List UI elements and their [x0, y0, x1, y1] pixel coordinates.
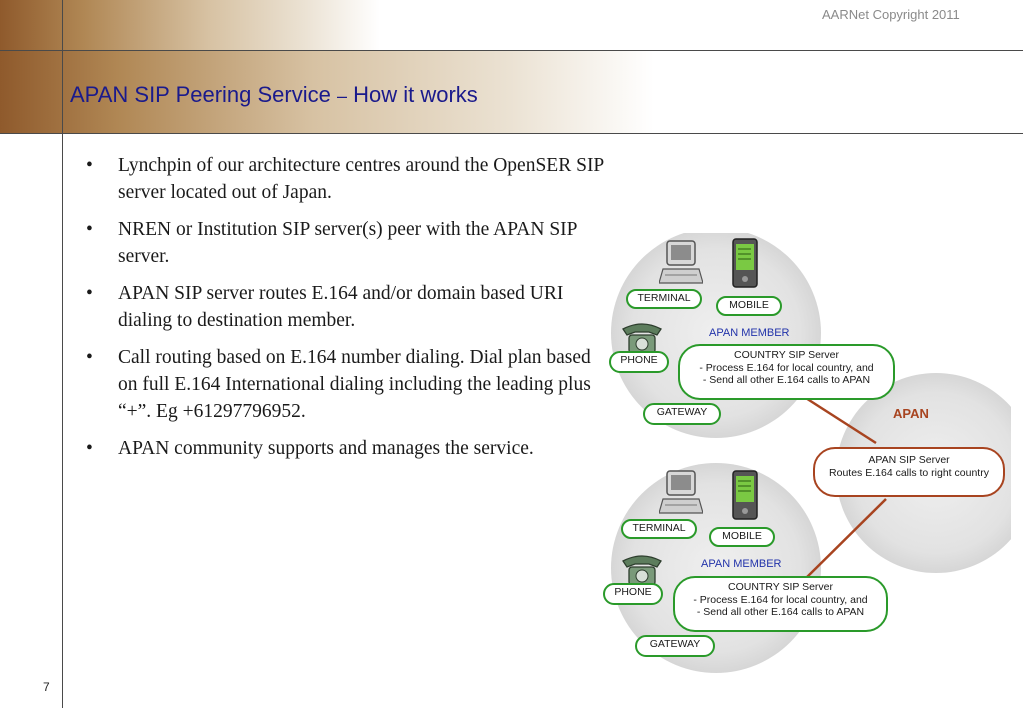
- terminal-icon: [659, 470, 703, 514]
- header-divider-top: [0, 50, 1023, 51]
- mobile-pill-top: MOBILE: [716, 296, 782, 316]
- apan-server-title: APAN SIP Server: [868, 454, 950, 466]
- gateway-pill-bottom: GATEWAY: [635, 635, 715, 657]
- terminal-icon: [659, 240, 703, 284]
- terminal-pill-bottom: TERMINAL: [621, 519, 697, 539]
- mobile-pill-bottom: MOBILE: [709, 527, 775, 547]
- bullet-item: • Call routing based on E.164 number dial…: [86, 344, 606, 425]
- header-band-top: [0, 0, 380, 50]
- page-number: 7: [43, 680, 50, 694]
- gateway-pill-top: GATEWAY: [643, 403, 721, 425]
- apan-sip-server: APAN SIP Server Routes E.164 calls to ri…: [813, 447, 1005, 497]
- bullet-glyph: •: [86, 283, 93, 304]
- server-line: - Process E.164 for local country, and: [699, 361, 874, 374]
- member-label-bottom: APAN MEMBER: [701, 558, 782, 570]
- server-line: - Send all other E.164 calls to APAN: [696, 606, 865, 618]
- apan-server-line: Routes E.164 calls to right country: [829, 466, 989, 479]
- bullet-text: APAN community supports and manages the …: [118, 438, 534, 459]
- mobile-icon: [732, 470, 758, 520]
- header-band-title: [0, 50, 654, 133]
- left-margin-rule: [62, 0, 63, 708]
- title-dash: –: [336, 86, 347, 106]
- bullet-text: Lynchpin of our architecture centres aro…: [118, 155, 604, 203]
- server-title: COUNTRY SIP Server: [733, 349, 840, 361]
- copyright-text: AARNet Copyright 2011: [822, 7, 960, 22]
- bullet-glyph: •: [86, 438, 93, 459]
- bullet-text: NREN or Institution SIP server(s) peer w…: [118, 219, 577, 267]
- bullet-item: • NREN or Institution SIP server(s) peer …: [86, 216, 606, 270]
- bullet-item: • Lynchpin of our architecture centres ar…: [86, 152, 606, 206]
- title-main: APAN SIP Peering Service: [70, 82, 337, 107]
- phone-pill-top: PHONE: [609, 351, 669, 373]
- slide-title: APAN SIP Peering Service – How it works: [70, 82, 478, 108]
- bullet-glyph: •: [86, 155, 93, 176]
- country-sip-server-top: COUNTRY SIP Server - Process E.164 for l…: [678, 344, 895, 400]
- phone-pill-bottom: PHONE: [603, 583, 663, 605]
- title-tail: How it works: [347, 82, 478, 107]
- bullet-text: APAN SIP server routes E.164 and/or doma…: [118, 283, 564, 331]
- bullet-list: • Lynchpin of our architecture centres ar…: [86, 152, 606, 472]
- link-top-to-apan: [797, 391, 877, 445]
- member-label-top: APAN MEMBER: [709, 327, 790, 339]
- terminal-pill-top: TERMINAL: [626, 289, 702, 309]
- phone-icon: [622, 323, 662, 354]
- bullet-glyph: •: [86, 347, 93, 368]
- bullet-item: • APAN SIP server routes E.164 and/or dom…: [86, 280, 606, 334]
- server-line: - Send all other E.164 calls to APAN: [702, 374, 871, 386]
- bullet-text: Call routing based on E.164 number diali…: [118, 347, 591, 422]
- header-divider-bottom: [0, 133, 1023, 134]
- link-apan-to-bottom: [800, 498, 887, 584]
- apan-label: APAN: [893, 406, 929, 421]
- bullet-item: • APAN community supports and manages the…: [86, 435, 606, 462]
- country-sip-server-bottom: COUNTRY SIP Server - Process E.164 for l…: [673, 576, 888, 632]
- server-title: COUNTRY SIP Server: [727, 581, 834, 593]
- bullet-glyph: •: [86, 219, 93, 240]
- server-line: - Process E.164 for local country, and: [693, 593, 868, 606]
- sip-peering-diagram: TERMINAL MOBILE APAN MEMBER PHONE COUNTR…: [601, 233, 1011, 675]
- mobile-icon: [732, 238, 758, 288]
- phone-icon: [622, 555, 662, 586]
